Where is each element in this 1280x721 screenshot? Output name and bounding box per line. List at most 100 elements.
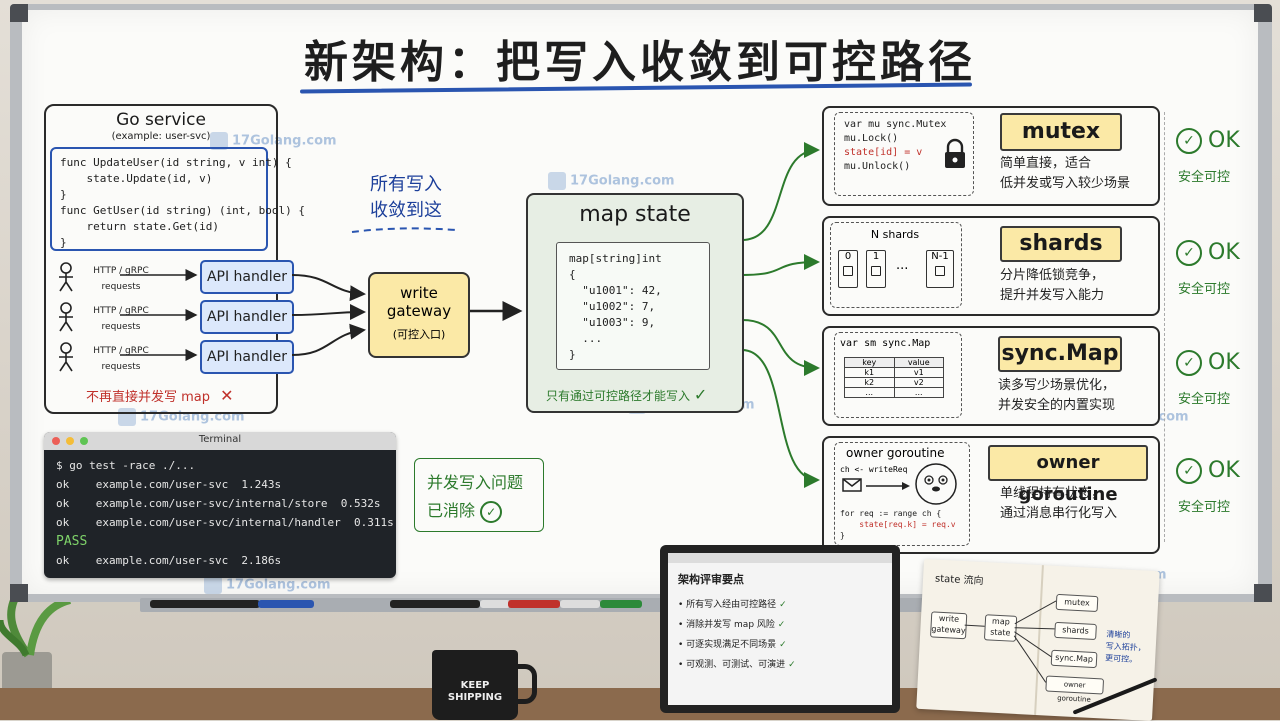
desc-line: 提升并发写入能力	[1000, 288, 1105, 303]
desc-line: 单线程持有状态，	[1000, 486, 1105, 501]
check-circle-icon: ✓	[788, 660, 796, 670]
mutex-code-block	[834, 112, 974, 196]
arrow-map-to-shards	[741, 254, 820, 276]
ok-sublabel: 安全可控	[1178, 500, 1231, 515]
api-handler-box: API handler	[200, 340, 294, 374]
check-circle-icon: ✓	[1176, 240, 1202, 266]
connector-arrows	[120, 142, 820, 488]
laptop: 架构评审要点 • 所有写入经由可控路径 ✓ • 消除并发写 map 风险 ✓ •…	[660, 545, 900, 713]
check-circle-icon: ✓	[779, 640, 787, 650]
mutex-code: var mu sync.Mutex mu.Lock() state[id] = …	[844, 118, 946, 174]
map-contents: map[string]int { "u1001": 42, "u1002": 7…	[556, 242, 710, 370]
marker-white	[480, 600, 510, 608]
map-state-title: map state	[579, 202, 691, 227]
resolved-note-box: 并发写入问题 已消除 ✓	[414, 458, 544, 532]
owner-code: for req := range ch { state[req.k] = req…	[840, 508, 956, 541]
review-item-text: 可逐实现满足不同场景	[686, 640, 777, 650]
review-item: • 消除并发写 map 风险 ✓	[678, 620, 786, 630]
ok-column-divider	[1164, 112, 1165, 542]
gateway-sublabel: (可控入口)	[392, 328, 446, 341]
gateway-label: gateway	[386, 302, 452, 320]
code-line: }	[60, 236, 67, 249]
table-header-cell: value	[907, 358, 930, 367]
check-circle-icon: ✓	[1176, 128, 1202, 154]
shard-label: 0	[844, 251, 852, 262]
ok-status: ✓OK	[1176, 128, 1240, 154]
arrow-map-to-mutex	[741, 142, 820, 241]
code-line: mu.Lock()	[844, 133, 899, 144]
code-line: for req := range ch {	[840, 509, 942, 518]
api-handler-box: API handler	[200, 260, 294, 294]
code-line: {	[569, 268, 576, 281]
maximize-dot-icon[interactable]	[80, 437, 88, 445]
api-handler-box: API handler	[200, 300, 294, 334]
code-line: map[string]int	[569, 252, 662, 265]
terminal-output: $ go test -race ./... ok example.com/use…	[44, 450, 396, 570]
mug-handle	[514, 664, 537, 704]
marker-black	[150, 600, 260, 608]
gateway-label: write	[400, 284, 438, 302]
service-title: Go service	[116, 110, 206, 130]
frame-corner	[10, 584, 28, 602]
shard-cell: N-1	[926, 250, 954, 288]
terminal-line: ok example.com/user-svc 2.186s	[56, 554, 282, 567]
desc-line: 分片降低锁竞争，	[1000, 268, 1105, 283]
service-subtitle: (example: user-svc)	[111, 131, 211, 142]
user-icon	[59, 342, 73, 372]
review-item-text: 所有写入经由可控路径	[686, 600, 777, 610]
terminal-window: Terminal $ go test -race ./... ok exampl…	[44, 432, 396, 578]
code-line: state[req.k] = req.v	[840, 520, 956, 529]
lock-icon	[871, 266, 881, 276]
lock-icon	[945, 138, 965, 168]
syncmap-desc: 读多写少场景优化， 并发安全的内置实现	[998, 376, 1115, 416]
tag-owner-goroutine: owner goroutine	[988, 445, 1148, 505]
shard-ellipsis: ...	[896, 258, 909, 273]
resolved-line-2: 已消除 ✓	[427, 497, 543, 523]
code-line: return state.Get(id)	[60, 220, 219, 233]
shards-desc: 分片降低锁竞争， 提升并发写入能力	[1000, 266, 1104, 306]
watermark: 17Golang.com	[210, 132, 337, 150]
frame-corner	[1254, 584, 1272, 602]
close-dot-icon[interactable]	[52, 437, 60, 445]
code-line: var mu sync.Mutex	[844, 119, 947, 130]
frame-corner	[10, 4, 28, 22]
review-item: • 可观测、可测试、可演进 ✓	[678, 660, 796, 670]
arrow-handler-to-gateway	[291, 304, 366, 321]
minimize-dot-icon[interactable]	[66, 437, 74, 445]
shard-cell: 1	[866, 250, 886, 288]
owner-channel: ch <- writeReq	[840, 465, 908, 474]
table-cell: v2	[913, 378, 924, 387]
notebook-note: 清晰的 写入拓扑， 更可控。	[1104, 629, 1146, 665]
review-item-text: 可观测、可测试、可演进	[686, 660, 786, 670]
watermark-logo-icon	[204, 576, 222, 594]
terminal-line: ok example.com/user-svc/internal/handler…	[56, 516, 394, 529]
ok-label: OK	[1208, 240, 1240, 265]
watermark: 17Golang.com	[204, 576, 331, 594]
service-footer-note: 不再直接并发写 map ✕	[86, 386, 234, 405]
resolved-text: 已消除	[427, 501, 476, 520]
review-title: 架构评审要点	[678, 573, 744, 586]
owner-block	[834, 442, 970, 546]
code-line: mu.Unlock()	[844, 161, 911, 172]
code-line: }	[840, 531, 845, 540]
frame-corner	[1254, 4, 1272, 22]
tag-mutex: mutex	[1000, 113, 1122, 151]
request-label: HTTP / gRPC requests	[93, 266, 149, 292]
code-line: "u1003": 9,	[569, 316, 656, 329]
gopher-icon	[915, 463, 957, 505]
terminal-line: PASS	[56, 534, 88, 549]
shard-cell: 0	[838, 250, 858, 288]
code-line: }	[569, 348, 576, 361]
code-line: "u1002": 7,	[569, 300, 656, 313]
shards-block	[830, 222, 962, 308]
watermark: 17Golang.com	[548, 172, 675, 190]
owner-title: owner goroutine	[846, 446, 945, 460]
check-circle-icon: ✓	[779, 600, 787, 610]
ok-label: OK	[1208, 128, 1240, 153]
marker-red	[508, 600, 560, 608]
tag-shards: shards	[1000, 226, 1122, 262]
code-line: "u1001": 42,	[569, 284, 662, 297]
review-list: • 所有写入经由可控路径 ✓ • 消除并发写 map 风险 ✓ • 可逐实现满足…	[678, 595, 892, 675]
